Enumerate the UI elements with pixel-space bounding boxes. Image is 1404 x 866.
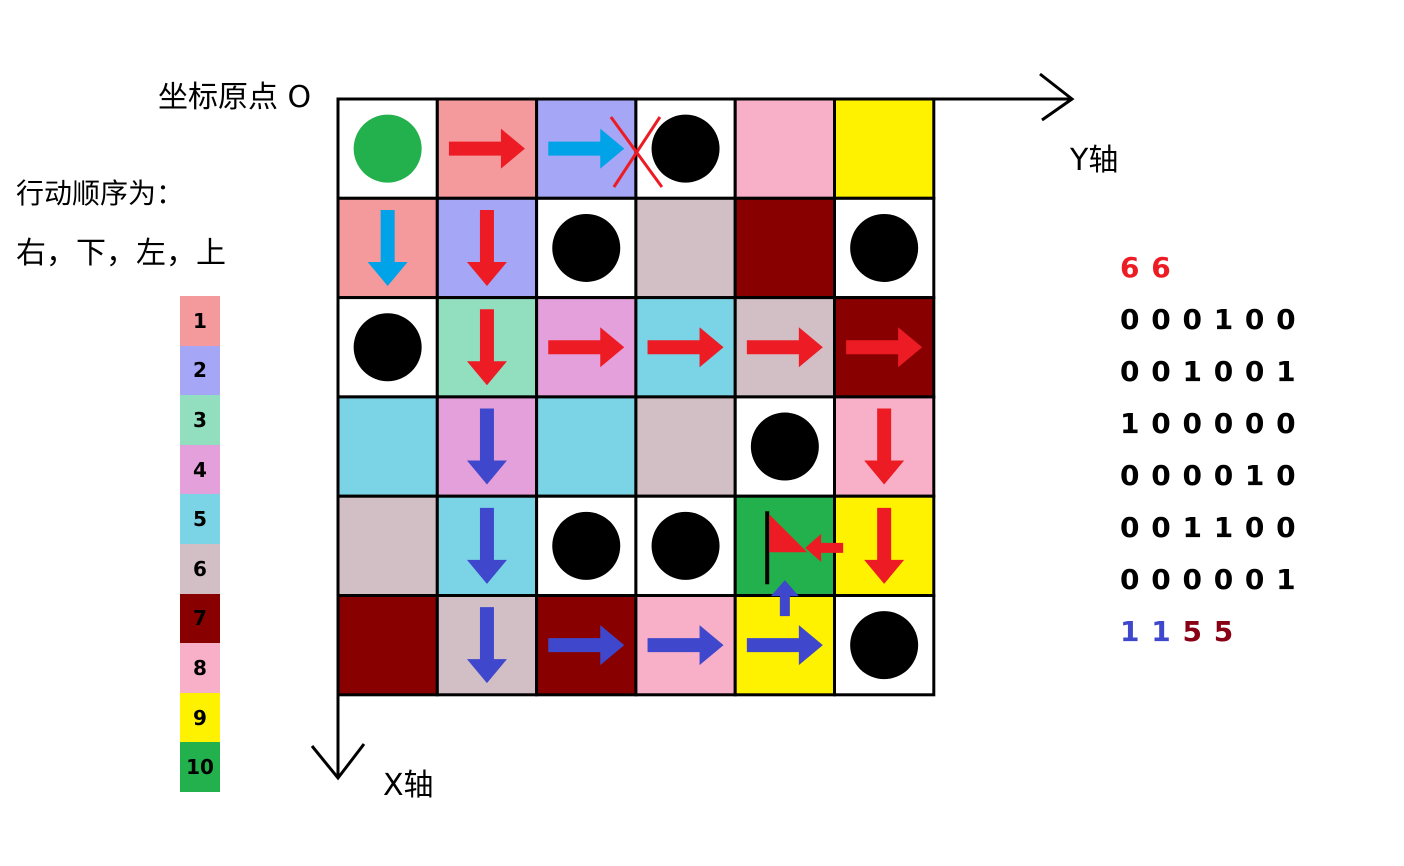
legend-item-10: 10 — [180, 742, 220, 792]
cross-mark — [612, 116, 662, 188]
axes — [310, 72, 1075, 781]
matrix-row: 0 0 0 0 1 0 — [1120, 459, 1297, 492]
matrix-footer-value: 5 5 — [1182, 615, 1235, 648]
y-axis-label: Y轴 — [1070, 143, 1119, 178]
legend-item-3: 3 — [180, 395, 220, 445]
legend-item-6: 6 — [180, 543, 220, 594]
grid-cells — [336, 97, 936, 697]
path-arrow — [846, 327, 923, 368]
x-axis-arrowhead — [310, 743, 366, 781]
matrix-row: 0 0 0 1 0 0 — [1120, 303, 1297, 336]
path-arrow — [647, 625, 724, 666]
start-circle — [353, 114, 422, 183]
origin-label: 坐标原点 O — [158, 80, 312, 115]
obstacle-circle — [750, 412, 819, 481]
grid-cell — [634, 395, 737, 498]
matrix-footer-value: 1 1 — [1120, 615, 1172, 648]
matrix-row: 0 0 1 0 0 1 — [1120, 355, 1297, 388]
path-arrow — [466, 507, 507, 584]
obstacle-circle — [552, 511, 621, 580]
obstacle-circle — [353, 313, 422, 382]
y-axis-arrowhead — [1039, 72, 1075, 122]
matrix-footer-row: 1 1 5 5 — [1120, 606, 1297, 658]
grid-cell — [336, 395, 439, 498]
path-arrow — [548, 128, 625, 169]
matrix-header-row: 6 6 — [1120, 251, 1172, 284]
grid-markers — [353, 114, 923, 684]
path-arrow — [466, 607, 507, 684]
flag-icon — [769, 514, 808, 553]
path-arrow — [548, 327, 625, 368]
obstacle-circle — [651, 511, 720, 580]
obstacle-circle — [552, 213, 621, 282]
action-order-title: 行动顺序为： — [16, 177, 185, 210]
action-order-sequence: 右，下，左，上 — [16, 236, 226, 271]
grid-cell — [336, 594, 439, 697]
legend-item-9: 9 — [180, 692, 220, 743]
matrix-row: 0 0 0 0 0 1 — [1120, 563, 1297, 596]
legend-item-7: 7 — [180, 593, 220, 644]
grid-cell — [733, 196, 837, 300]
path-arrow — [746, 625, 823, 666]
path-arrow — [448, 128, 525, 169]
matrix-body: 0 0 0 1 0 0 0 0 1 0 0 1 1 0 0 0 0 0 0 0 0 0… — [1120, 294, 1297, 606]
grid-cell — [535, 395, 638, 498]
path-arrow — [864, 507, 905, 584]
path-arrow — [466, 209, 507, 286]
path-arrow — [647, 327, 724, 368]
legend-item-5: 5 — [180, 494, 220, 544]
path-arrow — [805, 533, 844, 562]
grid-cell — [634, 196, 737, 300]
path-arrow — [466, 408, 507, 485]
grid-cell — [833, 97, 936, 200]
obstacle-circle — [651, 114, 720, 183]
matrix-row: 1 0 0 0 0 0 — [1120, 407, 1297, 440]
legend-item-2: 2 — [180, 345, 220, 396]
grid-cell — [733, 97, 837, 200]
legend-item-8: 8 — [180, 643, 220, 693]
path-arrow — [367, 209, 408, 286]
obstacle-circle — [850, 213, 919, 282]
legend-item-4: 4 — [180, 444, 220, 495]
legend-item-1: 1 — [180, 296, 220, 346]
path-arrow — [746, 327, 823, 368]
grid-cell — [336, 494, 439, 598]
x-axis-label: X轴 — [383, 768, 434, 803]
path-arrow — [466, 309, 507, 386]
matrix-row: 0 0 1 1 0 0 — [1120, 511, 1297, 544]
path-arrow — [770, 580, 799, 617]
path-arrow — [864, 408, 905, 485]
obstacle-circle — [850, 611, 919, 680]
path-arrow — [548, 625, 625, 666]
